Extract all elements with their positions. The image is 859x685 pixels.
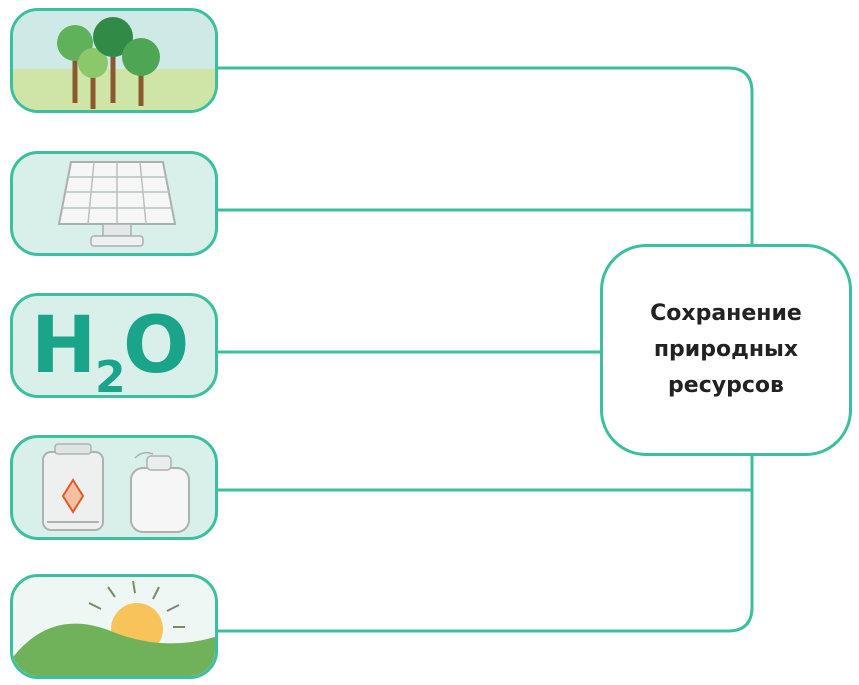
central-node-label: Сохранение природных ресурсов (650, 296, 802, 404)
central-line-1: Сохранение (650, 301, 802, 326)
h2o-main-o: O (123, 301, 189, 391)
h2o-main-h: H (31, 301, 96, 391)
sun-node (10, 574, 218, 679)
solar-panel-node (10, 151, 218, 256)
forest-icon (13, 11, 215, 110)
central-line-3: ресурсов (668, 373, 784, 398)
h2o-subscript: 2 (95, 352, 126, 395)
fuel-node (10, 435, 218, 540)
fuel-canister-icon (42, 443, 190, 533)
water-node: H 2 O (10, 293, 218, 398)
water-icon: H 2 O (31, 301, 189, 395)
solar-panel-icon (57, 161, 177, 247)
central-line-2: природных (653, 337, 799, 362)
forest-node (10, 8, 218, 113)
central-node: Сохранение природных ресурсов (600, 244, 852, 456)
sun-landscape-icon (13, 577, 215, 676)
